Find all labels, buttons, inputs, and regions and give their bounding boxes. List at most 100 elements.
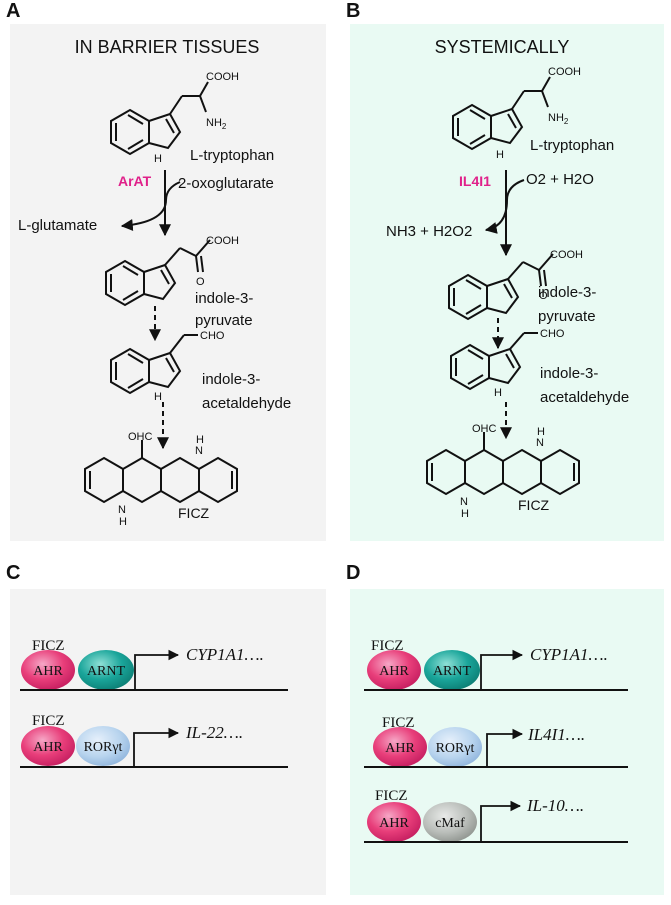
gene-label: CYP1A1…. — [186, 645, 264, 664]
oxo-label-2: O — [539, 290, 548, 302]
partner-protein — [423, 802, 477, 842]
indole-pyruvate-structure-a: COOH O — [105, 235, 239, 306]
indole-pyruvate-structure-b: COOH O — [448, 249, 583, 320]
ligand-label: FICZ — [32, 638, 65, 654]
ficz-structure-a: OHC N H N H — [84, 431, 238, 528]
cooh-label: COOH — [206, 71, 239, 83]
tryptophan-structure-a: COOH NH2 H — [110, 71, 239, 165]
indole-acetaldehyde-structure-b: CHO H — [450, 328, 565, 399]
ohc-label: OHC — [128, 431, 153, 443]
panel-c-diagram: FICZ AHR ARNT CYP1A1…. FICZ AHR RORγt IL… — [20, 638, 288, 768]
cosubstrate-curve-a — [165, 181, 181, 201]
svg-text:NH2: NH2 — [206, 117, 227, 131]
ficz-h-bottom: H — [119, 516, 127, 528]
partner-label: ARNT — [87, 664, 126, 679]
svg-text:NH2: NH2 — [548, 112, 569, 126]
panel-label-c: C — [6, 562, 21, 584]
ahr-protein — [367, 650, 421, 690]
indole-acetaldehyde-label-b-1: indole-3- — [540, 365, 598, 382]
ficz-label-b: FICZ — [518, 497, 550, 513]
gene-label: IL4I1…. — [527, 725, 585, 744]
nh2-subscript: 2 — [222, 122, 227, 131]
partner-label: RORγt — [84, 740, 123, 755]
complex-d-3: FICZ AHR cMaf IL-10…. — [364, 788, 628, 843]
indole-acetaldehyde-label-a-2: acetaldehyde — [202, 395, 291, 412]
indole-acetaldehyde-structure-a: CHO H — [110, 330, 225, 403]
partner-protein — [78, 650, 134, 690]
partner-label: cMaf — [435, 816, 465, 831]
panel-label-a: A — [6, 0, 21, 22]
tryptophan-structure-b: COOH NH2 H — [452, 66, 581, 161]
transcription-arrow — [480, 800, 522, 842]
ahr-label: AHR — [33, 740, 63, 755]
ligand-label: FICZ — [375, 788, 408, 804]
ficz-h-top-b: H — [537, 426, 545, 438]
ahr-label: AHR — [379, 816, 409, 831]
cho-label-2: CHO — [540, 328, 565, 340]
nh2-label-2: NH — [548, 112, 564, 124]
indole-acetaldehyde-label-b-2: acetaldehyde — [540, 389, 629, 406]
ficz-structure-b: OHC N H N H — [426, 423, 580, 520]
coproduct-label-b: NH3 + H2O2 — [386, 223, 472, 240]
tryptophan-label-a: L-tryptophan — [190, 147, 274, 164]
partner-protein — [76, 726, 130, 766]
cooh-label-3: COOH — [548, 66, 581, 78]
panel-b-diagram: SYSTEMICALLY COOH NH2 H L-tryptophan IL4… — [386, 37, 629, 520]
ficz-n-top-b: N — [536, 437, 544, 449]
indole-pyruvate-label-b-2: pyruvate — [538, 308, 596, 325]
ahr-protein — [373, 727, 427, 767]
nh2-label: NH — [206, 117, 222, 129]
oxo-label: O — [196, 276, 205, 288]
indole-nh-label-3: H — [496, 149, 504, 161]
ficz-n-top: N — [195, 445, 203, 457]
indole-nh-label: H — [154, 153, 162, 165]
cooh-label-2: COOH — [206, 235, 239, 247]
indole-nh-label-2: H — [154, 391, 162, 403]
indole-nh-label-4: H — [494, 387, 502, 399]
indole-pyruvate-label-a-2: pyruvate — [195, 312, 253, 329]
coproduct-label-a: L-glutamate — [18, 217, 97, 234]
tryptophan-label-b: L-tryptophan — [530, 137, 614, 154]
ficz-n-bottom: N — [118, 504, 126, 516]
panel-b-title: SYSTEMICALLY — [435, 37, 570, 57]
ligand-label: FICZ — [382, 715, 415, 731]
complex-c-1: FICZ AHR ARNT CYP1A1…. — [20, 638, 288, 691]
ahr-label: AHR — [385, 741, 415, 756]
cosubstrate-label-a: 2-oxoglutarate — [178, 175, 274, 192]
ahr-label: AHR — [379, 664, 409, 679]
ficz-n-bottom-b: N — [460, 496, 468, 508]
indole-acetaldehyde-label-a-1: indole-3- — [202, 371, 260, 388]
ficz-h-bottom-b: H — [461, 508, 469, 520]
panel-label-b: B — [346, 0, 361, 22]
ahr-label: AHR — [33, 664, 63, 679]
transcription-arrow — [133, 727, 180, 767]
complex-c-2: FICZ AHR RORγt IL-22…. — [20, 713, 288, 768]
ficz-h-top: H — [196, 434, 204, 446]
panel-label-d: D — [346, 562, 361, 584]
ahr-protein — [367, 802, 421, 842]
enzyme-label-a: ArAT — [118, 173, 152, 189]
ohc-label-2: OHC — [472, 423, 497, 435]
ahr-protein — [21, 650, 75, 690]
nh2-subscript-2: 2 — [564, 117, 569, 126]
ficz-label-a: FICZ — [178, 505, 210, 521]
cosubstrate-label-b: O2 + H2O — [526, 171, 594, 188]
partner-label: ARNT — [433, 664, 472, 679]
transcription-arrow — [134, 649, 180, 690]
ligand-label: FICZ — [32, 713, 65, 729]
panel-d-diagram: FICZ AHR ARNT CYP1A1…. FICZ AHR RORγt IL… — [364, 638, 628, 843]
cosubstrate-curve-b — [506, 179, 525, 201]
indole-pyruvate-label-a-1: indole-3- — [195, 290, 253, 307]
gene-label: IL-22…. — [185, 723, 243, 742]
complex-d-2: FICZ AHR RORγt IL4I1…. — [364, 715, 628, 768]
ahr-protein — [21, 726, 75, 766]
complex-d-1: FICZ AHR ARNT CYP1A1…. — [364, 638, 628, 691]
partner-protein — [428, 727, 482, 767]
transcription-arrow — [486, 728, 524, 767]
gene-label: CYP1A1…. — [530, 645, 608, 664]
gene-label: IL-10…. — [526, 796, 584, 815]
cho-label: CHO — [200, 330, 225, 342]
partner-protein — [424, 650, 480, 690]
coproduct-curve-b — [484, 199, 508, 234]
